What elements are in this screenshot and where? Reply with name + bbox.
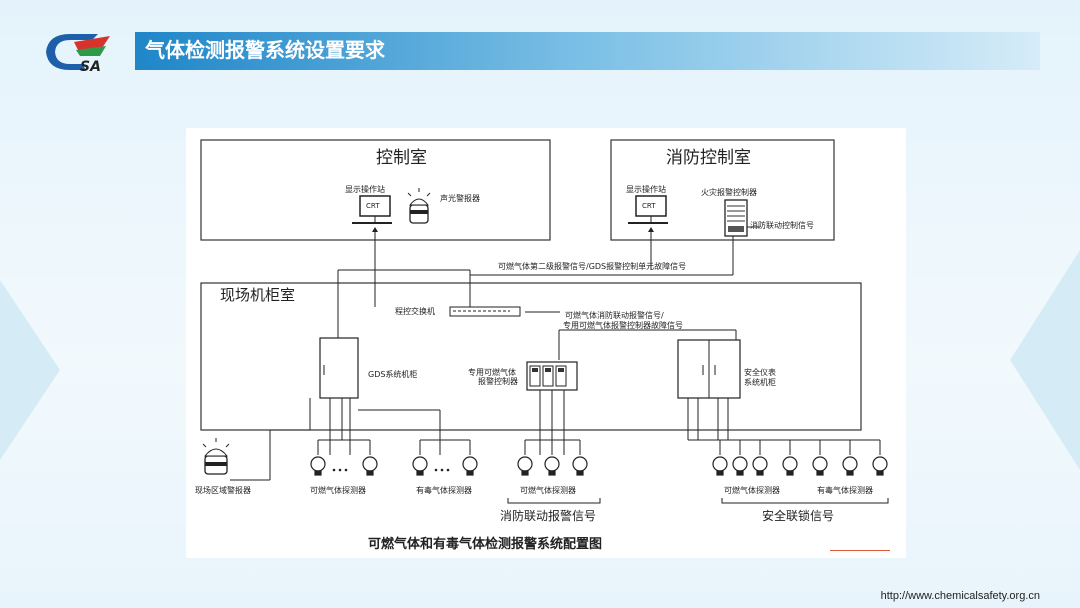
computer-icon-1 bbox=[352, 195, 392, 224]
dedicated-controller-icon bbox=[526, 361, 578, 391]
background-shape-right bbox=[1010, 250, 1080, 470]
toxic-detector-label-2: 有毒气体探测器 bbox=[817, 485, 873, 495]
sound-light-alarm-icon bbox=[407, 188, 431, 224]
fire-alarm-controller-label: 火灾报警控制器 bbox=[701, 187, 757, 197]
page-title: 气体检测报警系统设置要求 bbox=[145, 38, 385, 62]
safety-interlock-group-label: 安全联锁信号 bbox=[762, 508, 834, 523]
program-switch-icon bbox=[449, 306, 521, 317]
crt-label-2: CRT bbox=[642, 202, 656, 210]
combustible-detector-label-3: 可燃气体探测器 bbox=[724, 485, 780, 495]
combustible-detector-label-1: 可燃气体探测器 bbox=[310, 485, 366, 495]
crt-label-1: CRT bbox=[366, 202, 380, 210]
dedicated-controller-label-1: 专用可燃气体 bbox=[468, 367, 516, 377]
footer-url: http://www.chemicalsafety.org.cn bbox=[880, 590, 1040, 602]
sound-light-alarm-label: 声光警报器 bbox=[440, 193, 480, 203]
dedicated-controller-label-2: 报警控制器 bbox=[478, 376, 518, 386]
detector-icons bbox=[310, 456, 888, 476]
fire-link-alarm-signal-label-1: 可燃气体消防联动报警信号/ bbox=[565, 310, 664, 320]
fire-alarm-controller-icon bbox=[724, 199, 748, 237]
diagram-background bbox=[186, 128, 906, 558]
logo-text: SA bbox=[80, 59, 101, 74]
display-station-label-2: 显示操作站 bbox=[626, 184, 666, 194]
sis-cabinet-label-1: 安全仪表 bbox=[744, 367, 776, 377]
gds-cabinet-icon bbox=[319, 337, 359, 399]
sis-cabinet-label-2: 系统机柜 bbox=[744, 377, 776, 387]
fire-control-room-box bbox=[610, 139, 835, 241]
accent-line bbox=[830, 550, 890, 551]
csa-logo-icon: SA bbox=[46, 34, 110, 74]
fire-link-control-signal-label: 消防联动控制信号 bbox=[750, 220, 814, 230]
diagram-caption: 可燃气体和有毒气体检测报警系统配置图 bbox=[368, 536, 602, 552]
control-room-label: 控制室 bbox=[376, 148, 427, 168]
sis-cabinet-icon bbox=[677, 339, 741, 399]
combustible-detector-label-2: 可燃气体探测器 bbox=[520, 485, 576, 495]
field-area-alarm-label: 现场区域警报器 bbox=[195, 485, 251, 495]
fire-link-group-label: 消防联动报警信号 bbox=[500, 508, 596, 523]
fire-link-alarm-signal-label-2: 专用可燃气体报警控制器故障信号 bbox=[563, 320, 683, 330]
fire-control-room-label: 消防控制室 bbox=[666, 148, 751, 168]
field-cabinet-room-box bbox=[200, 282, 862, 431]
second-level-signal-label: 可燃气体第二级报警信号/GDS报警控制单元故障信号 bbox=[498, 261, 686, 271]
program-switch-label: 程控交换机 bbox=[395, 306, 435, 316]
background-shape-left bbox=[0, 280, 60, 460]
display-station-label-1: 显示操作站 bbox=[345, 184, 385, 194]
field-cabinet-room-label: 现场机柜室 bbox=[220, 286, 295, 304]
gds-cabinet-label: GDS系统机柜 bbox=[368, 369, 417, 379]
toxic-detector-label-1: 有毒气体探测器 bbox=[416, 485, 472, 495]
computer-icon-2 bbox=[628, 195, 668, 224]
title-bar bbox=[135, 32, 1040, 70]
field-area-alarm-icon bbox=[202, 438, 230, 475]
